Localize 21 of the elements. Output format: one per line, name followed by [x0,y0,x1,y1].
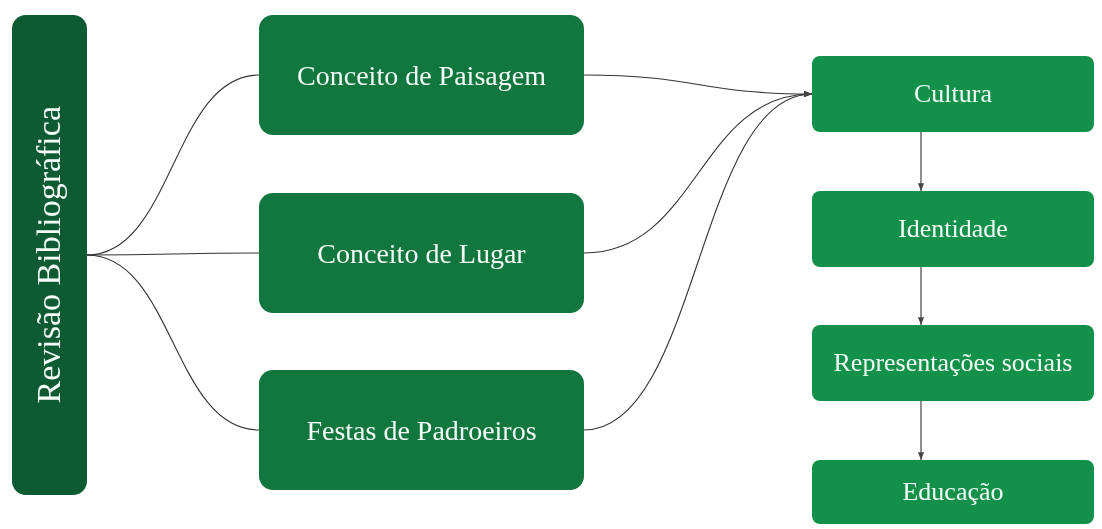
box-label: Revisão Bibliográfica [29,106,69,404]
box-label: Cultura [914,77,992,110]
process-box [812,460,1094,524]
arrow [917,400,925,461]
title-bar [12,15,87,495]
connector-line [86,254,260,431]
box-label: Conceito de Lugar [317,236,526,271]
process-box [259,370,584,490]
box-label: Representações sociais [833,346,1073,379]
process-box [812,325,1094,401]
box-label: Identidade [898,212,1008,245]
process-box [812,56,1094,132]
process-box [259,193,584,313]
box-label: Festas de Padroeiros [306,413,537,448]
box-label: Educação [902,475,1004,508]
process-box [812,191,1094,267]
box-label: Conceito de Paisagem [297,58,546,93]
process-box [259,15,584,135]
arrow [583,92,813,431]
arrow [917,131,925,192]
arrow [917,266,925,326]
